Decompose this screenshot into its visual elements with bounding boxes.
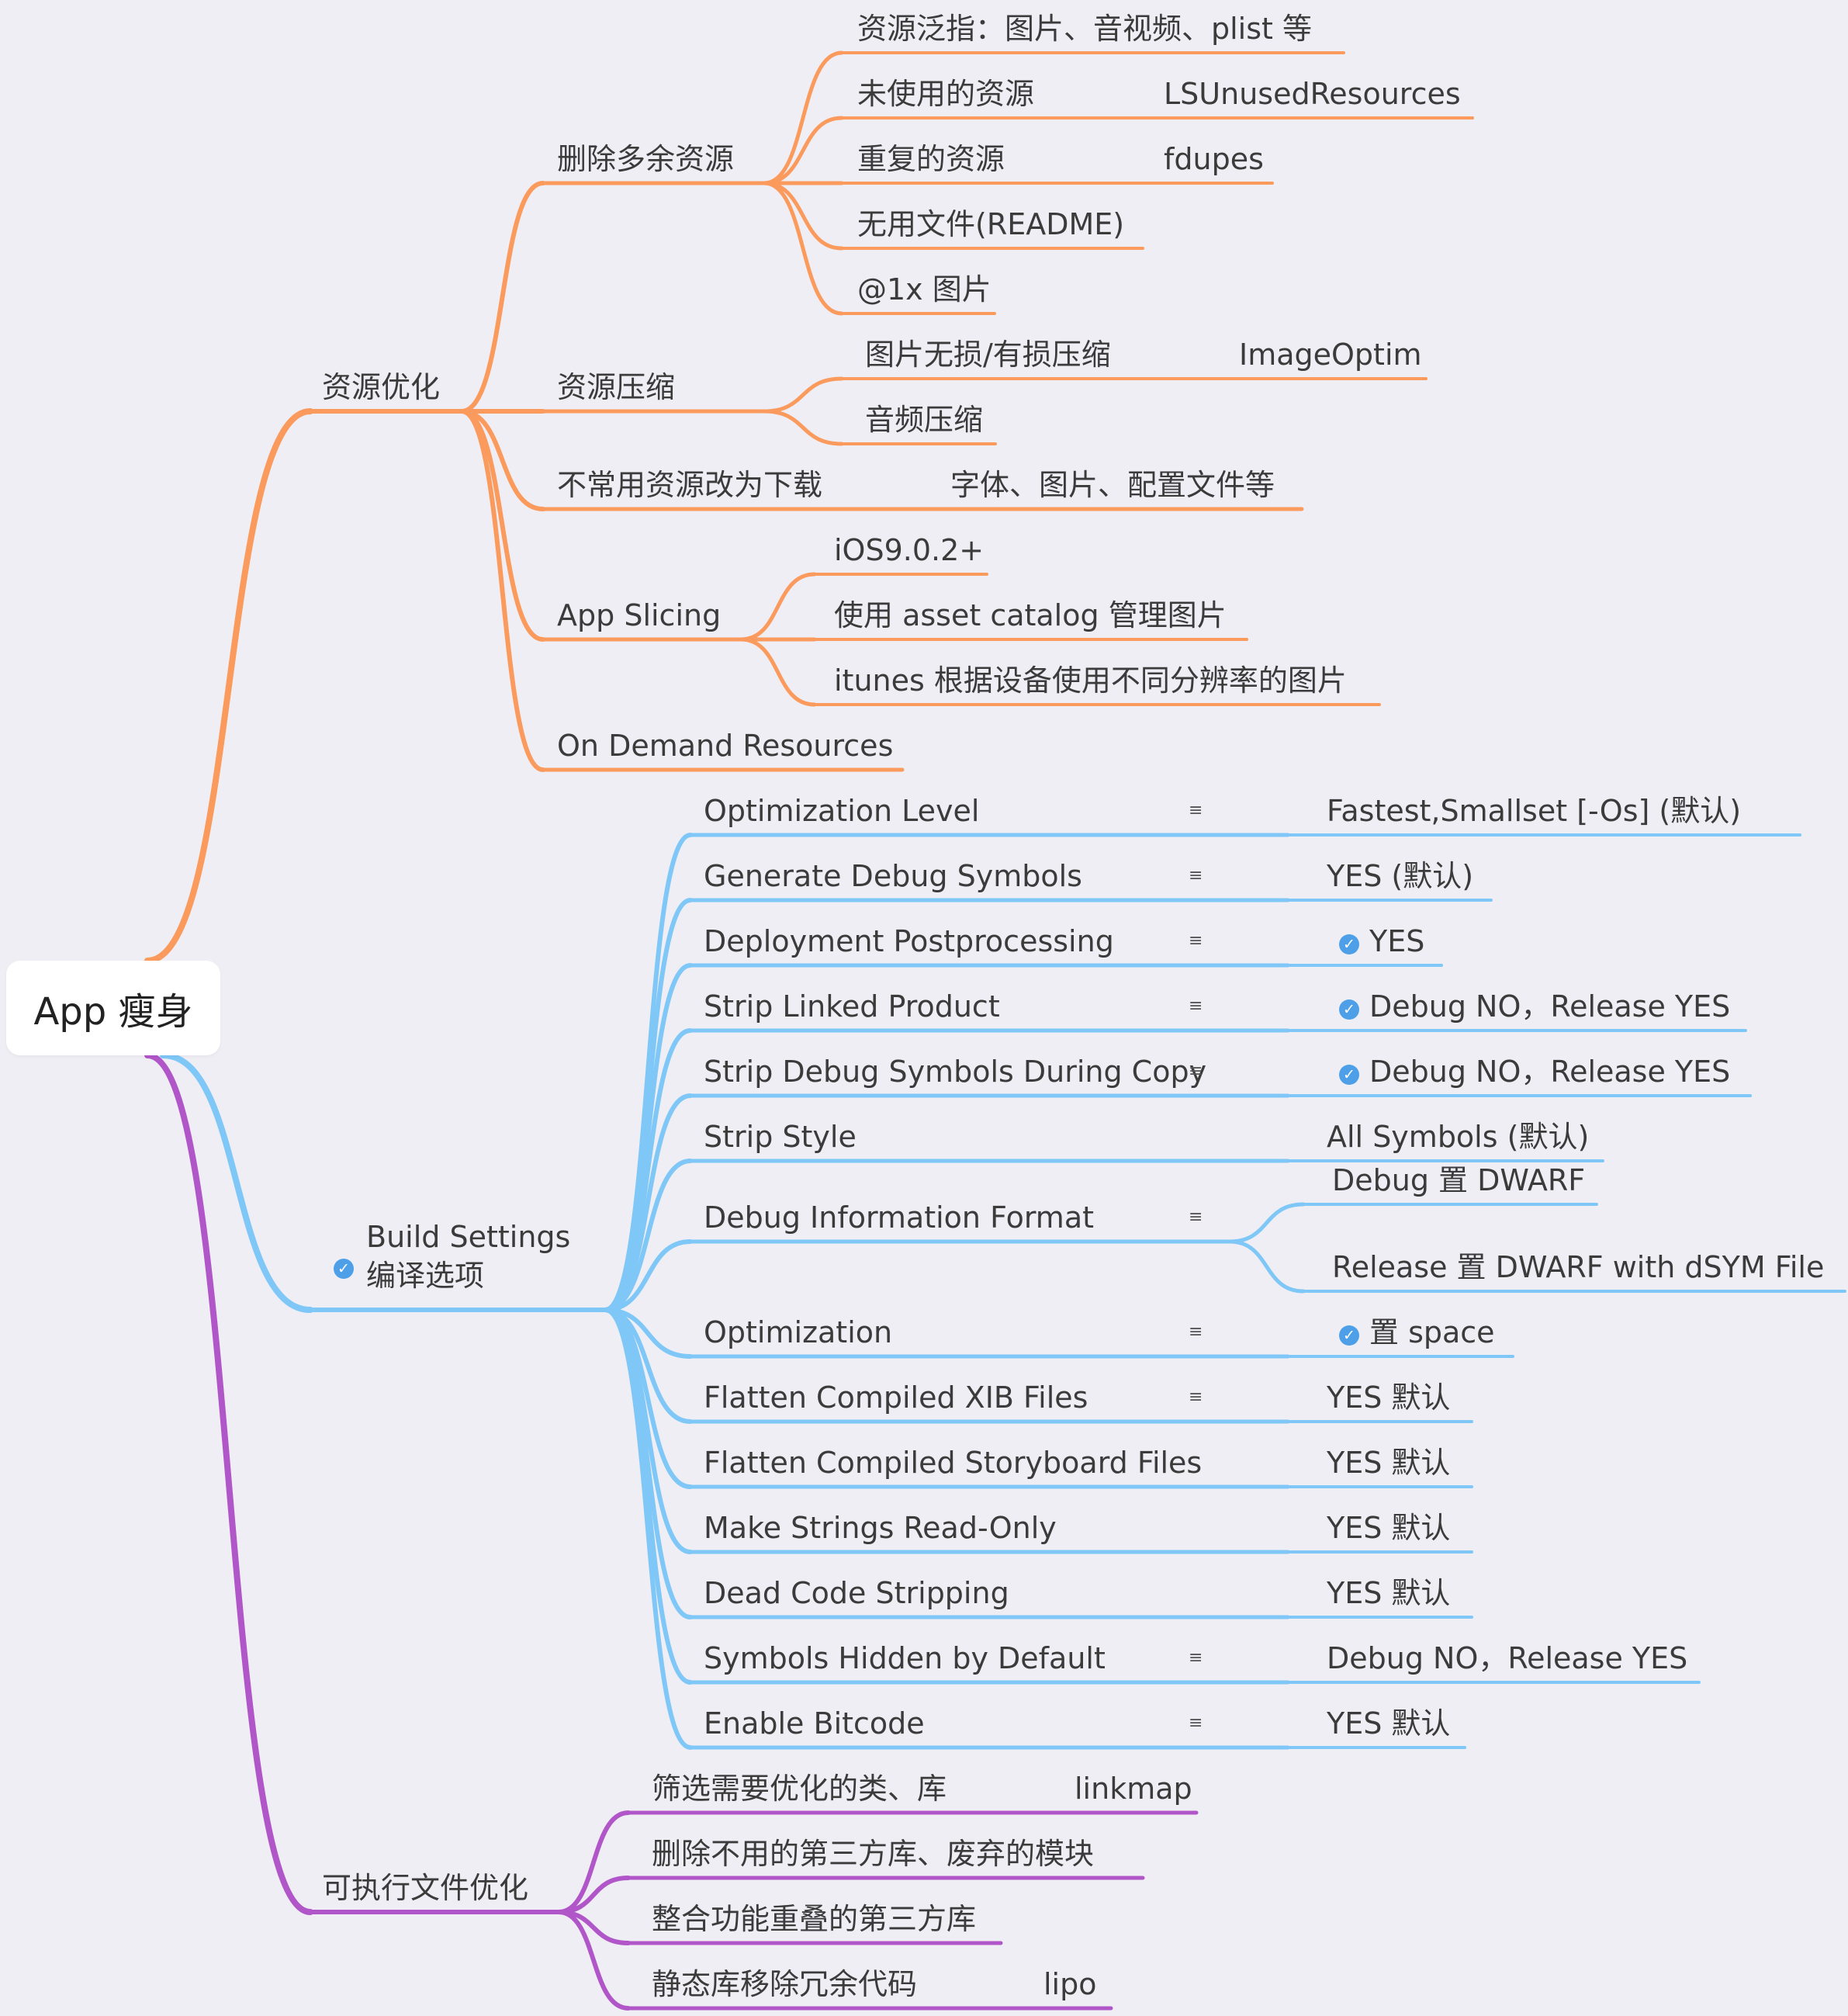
resources-label: 资源优化	[322, 370, 441, 404]
binary-tool-label: linkmap	[1075, 1772, 1192, 1806]
setting-value-label: Debug NO，Release YES	[1369, 1055, 1731, 1089]
root-label: App 瘦身	[33, 990, 193, 1034]
slicing-item-label: itunes 根据设备使用不同分辨率的图片	[834, 663, 1347, 698]
branch-delete-item	[762, 50, 844, 185]
download-detail-label: 字体、图片、配置文件等	[950, 468, 1275, 502]
note-icon: ≡	[1189, 931, 1203, 951]
binary-item-label: 整合功能重叠的第三方库	[652, 1902, 977, 1936]
setting-name-label: Flatten Compiled XIB Files	[704, 1380, 1088, 1415]
delete-tool-label: LSUnusedResources	[1164, 77, 1461, 111]
branch-build	[160, 1052, 313, 1313]
compress-label: 资源压缩	[557, 370, 676, 404]
checkmark-icon: ✓	[1339, 1065, 1359, 1085]
setting-name-label: Debug Information Format	[704, 1200, 1094, 1235]
note-icon: ≡	[1189, 1648, 1203, 1668]
checkmark-icon: ✓	[1339, 934, 1359, 954]
build-label-line1: Build Settings	[366, 1220, 571, 1254]
compress-tool-label: ImageOptim	[1239, 338, 1422, 372]
setting-value-label: Debug NO，Release YES	[1369, 989, 1731, 1024]
delete-item-label: 无用文件(README)	[857, 207, 1125, 241]
slicing-item-label: iOS9.0.2+	[834, 533, 985, 567]
setting-name-label: Optimization Level	[704, 794, 980, 828]
branch-setting	[603, 1239, 693, 1312]
slicing-label: App Slicing	[557, 598, 722, 632]
compress-item-label: 图片无损/有损压缩	[865, 338, 1111, 372]
binary-label: 可执行文件优化	[322, 1871, 529, 1905]
branch-setting	[603, 1159, 693, 1312]
setting-value-label: 置 space	[1369, 1315, 1495, 1349]
setting-value-label: YES 默认	[1327, 1706, 1451, 1741]
note-icon: ≡	[1189, 1713, 1203, 1733]
setting-value-label: YES (默认)	[1327, 859, 1474, 893]
setting-name-label: Deployment Postprocessing	[704, 924, 1114, 958]
branch-odr	[459, 409, 545, 772]
branch-slicing-item	[739, 637, 817, 707]
branch-delete-item	[762, 116, 844, 185]
build-label-line2: 编译选项	[366, 1259, 485, 1293]
note-icon: ≡	[1189, 801, 1203, 820]
note-icon: ≡	[1189, 866, 1203, 885]
slicing-item-label: 使用 asset catalog 管理图片	[834, 598, 1227, 632]
setting-value-label: YES 默认	[1327, 1446, 1451, 1480]
setting-value-label: All Symbols (默认)	[1327, 1120, 1590, 1154]
checkmark-icon: ✓	[1339, 999, 1359, 1020]
root-node: App 瘦身	[6, 961, 220, 1055]
binary-item-label: 静态库移除冗余代码	[652, 1967, 918, 2001]
setting-value-label: YES 默认	[1327, 1576, 1451, 1610]
setting-name-label: Flatten Compiled Storyboard Files	[704, 1446, 1203, 1480]
branch-delete-item	[762, 181, 844, 316]
branch-setting-value	[1227, 1202, 1306, 1244]
note-icon: ≡	[1189, 1322, 1203, 1342]
setting-name-label: Generate Debug Symbols	[704, 859, 1082, 893]
branch-slicing-item	[739, 572, 817, 642]
setting-value-label: YES	[1369, 924, 1425, 958]
binary-item-label: 筛选需要优化的类、库	[652, 1772, 947, 1806]
setting-name-label: Strip Debug Symbols During Copy	[704, 1055, 1207, 1089]
branch-binary-item	[556, 1810, 631, 1914]
delete-item-label: @1x 图片	[857, 272, 991, 307]
delete-label: 删除多余资源	[557, 142, 735, 176]
binary-item-label: 删除不用的第三方库、废弃的模块	[652, 1837, 1095, 1871]
setting-value-label: Release 置 DWARF with dSYM File	[1332, 1250, 1825, 1284]
setting-value-label: Debug NO，Release YES	[1327, 1641, 1688, 1675]
setting-name-label: Enable Bitcode	[704, 1706, 925, 1741]
delete-item-label: 资源泛指：图片、音视频、plist 等	[857, 12, 1313, 46]
branch-resources	[144, 408, 313, 964]
setting-name-label: Symbols Hidden by Default	[704, 1641, 1106, 1675]
note-icon: ≡	[1189, 1387, 1203, 1407]
delete-tool-label: fdupes	[1164, 142, 1264, 176]
note-icon: ≡	[1189, 996, 1203, 1016]
branch-compress-item	[762, 409, 844, 446]
setting-value-label: YES 默认	[1327, 1511, 1451, 1545]
download-label: 不常用资源改为下载	[557, 468, 823, 502]
branch-setting	[603, 1308, 693, 1750]
branch-slicing	[459, 409, 545, 642]
branch-download	[459, 409, 545, 511]
checkmark-icon: ✓	[1339, 1325, 1359, 1346]
branch-binary	[144, 1052, 313, 1915]
setting-name-label: Strip Linked Product	[704, 989, 1000, 1024]
delete-item-label: 重复的资源	[857, 142, 1005, 176]
note-icon: ≡	[1189, 1062, 1203, 1081]
setting-name-label: Strip Style	[704, 1120, 857, 1154]
branch-binary-item	[556, 1910, 631, 2011]
setting-name-label: Optimization	[704, 1315, 893, 1349]
odr-label: On Demand Resources	[557, 729, 894, 763]
note-icon: ≡	[1189, 1207, 1203, 1227]
checkmark-icon: ✓	[334, 1259, 354, 1279]
compress-item-label: 音频压缩	[865, 403, 984, 437]
branch-compress-item	[762, 376, 844, 414]
binary-tool-label: lipo	[1043, 1967, 1097, 2001]
delete-item-label: 未使用的资源	[857, 77, 1035, 111]
setting-value-label: YES 默认	[1327, 1380, 1451, 1415]
setting-name-label: Make Strings Read-Only	[704, 1511, 1057, 1545]
setting-name-label: Dead Code Stripping	[704, 1576, 1009, 1610]
setting-value-label: Debug 置 DWARF	[1332, 1163, 1586, 1197]
branch-delete	[459, 181, 545, 414]
setting-value-label: Fastest,Smallset [-Os] (默认)	[1327, 794, 1742, 828]
branch-setting-value	[1227, 1239, 1306, 1294]
